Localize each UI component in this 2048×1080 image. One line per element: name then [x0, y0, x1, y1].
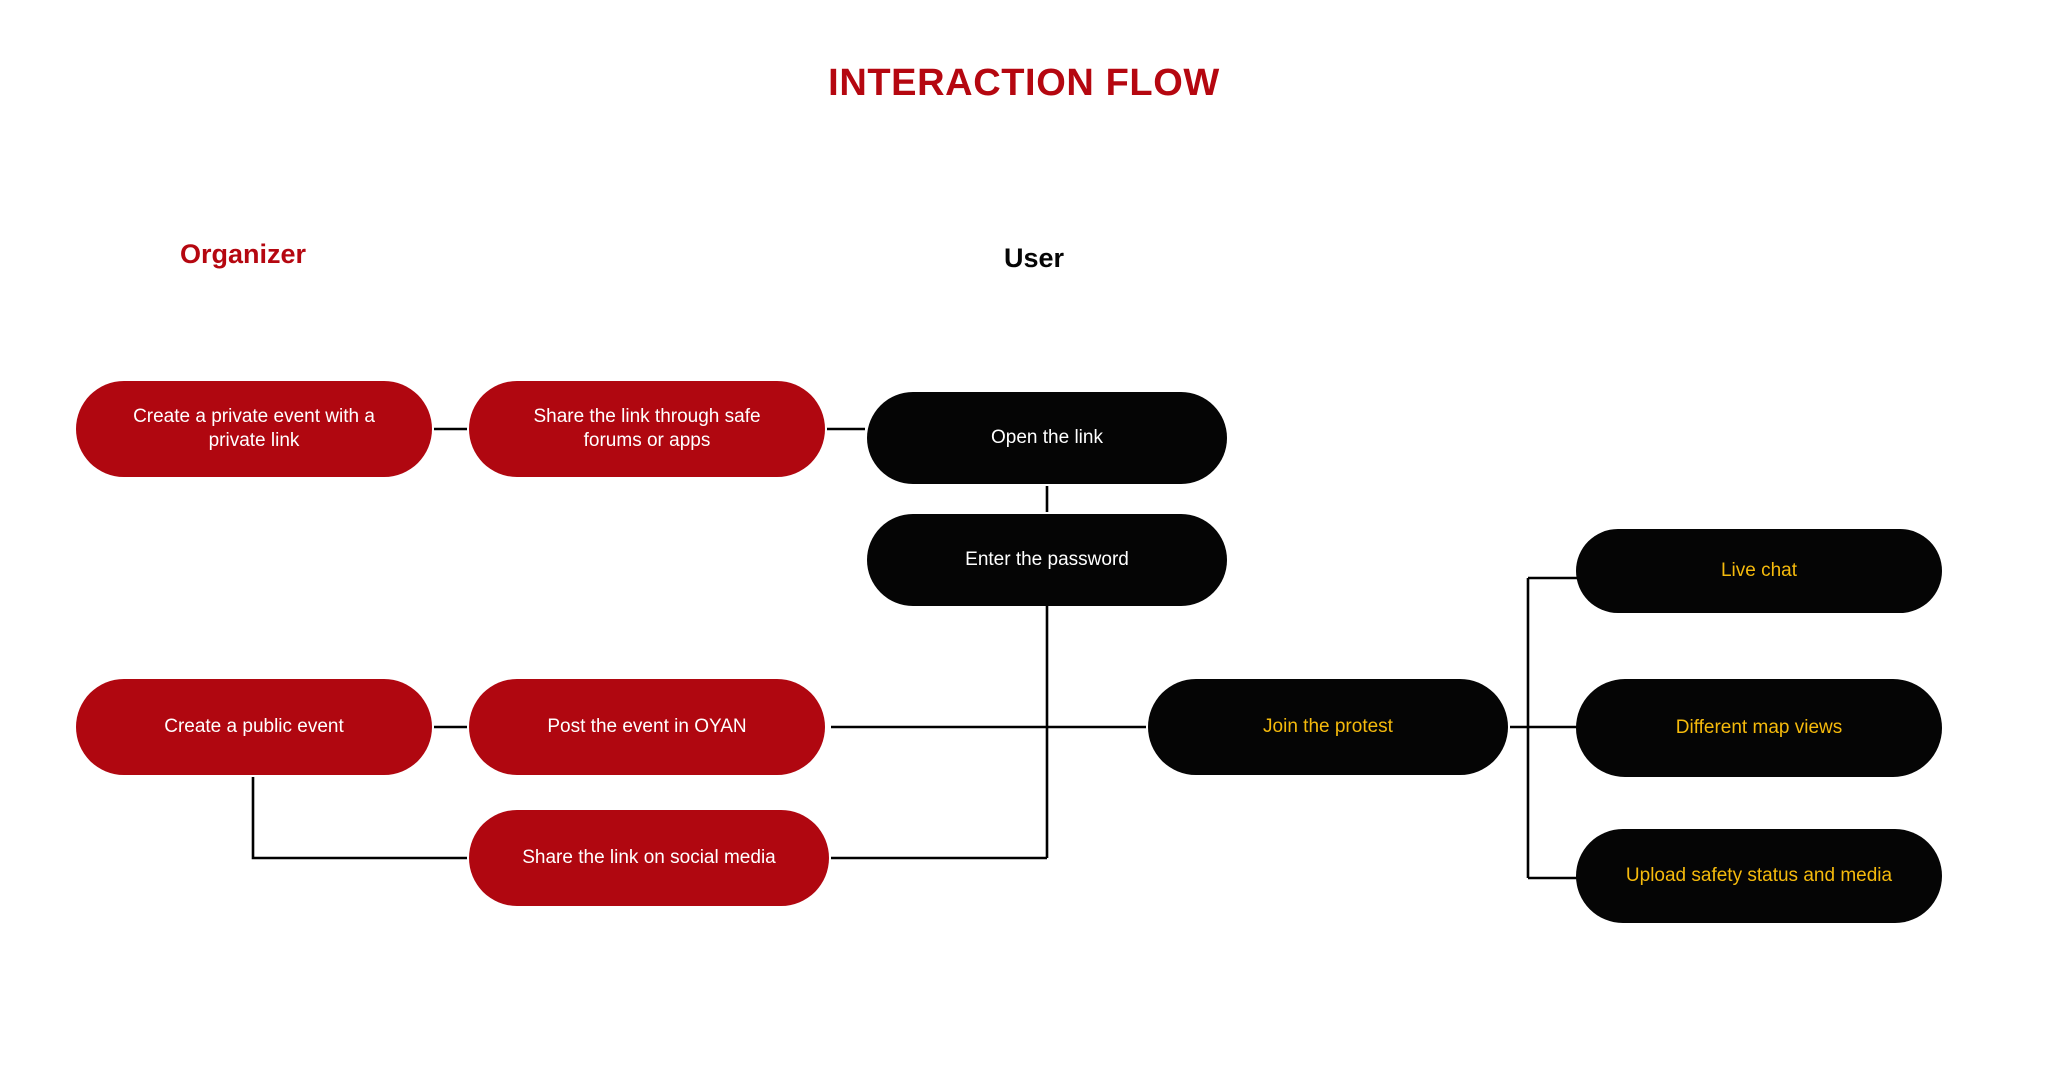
node-upload-safety-status-media[interactable]: Upload safety status and media — [1576, 829, 1942, 923]
node-create-public-event[interactable]: Create a public event — [76, 679, 432, 775]
node-enter-the-password[interactable]: Enter the password — [867, 514, 1227, 606]
node-share-link-forums[interactable]: Share the link through safe forums or ap… — [469, 381, 825, 477]
node-create-private-event[interactable]: Create a private event with a private li… — [76, 381, 432, 477]
node-live-chat[interactable]: Live chat — [1576, 529, 1942, 613]
lane-label-organizer: Organizer — [180, 239, 307, 269]
edge-create-public-to-share-social — [251, 777, 467, 860]
node-join-the-protest[interactable]: Join the protest — [1148, 679, 1508, 775]
lane-label-user: User — [1004, 243, 1065, 273]
node-different-map-views[interactable]: Different map views — [1576, 679, 1942, 777]
node-share-link-social-media[interactable]: Share the link on social media — [469, 810, 829, 906]
node-post-event-oyan[interactable]: Post the event in OYAN — [469, 679, 825, 775]
page-title: INTERACTION FLOW — [828, 62, 1220, 104]
node-open-the-link[interactable]: Open the link — [867, 392, 1227, 484]
